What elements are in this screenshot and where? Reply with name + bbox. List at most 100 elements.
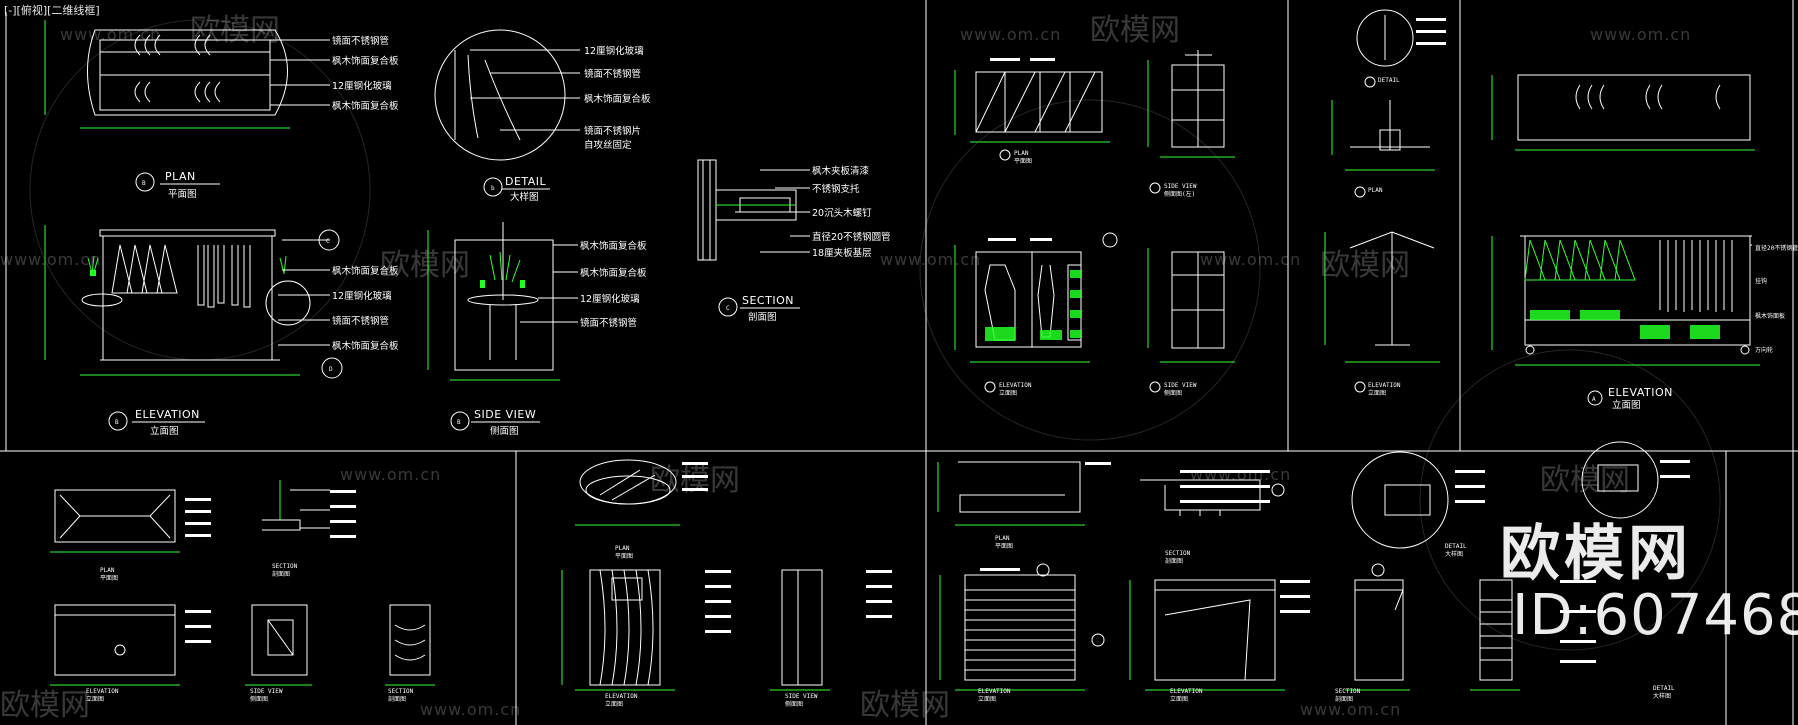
s2-side-cn: 侧面图(左)	[1164, 190, 1195, 198]
s2-plan-title: PLAN	[1014, 150, 1029, 157]
b3-elev2: ELEVATION	[1170, 688, 1203, 695]
b2-side: SIDE VIEW	[785, 693, 818, 700]
elev-label-1: 枫木饰面复合板	[332, 265, 399, 277]
b3-elev-cn: 立面图	[978, 695, 996, 703]
watermark-brand: 欧模网	[1540, 463, 1630, 498]
b2-plan: PLAN	[615, 545, 630, 552]
detail-title: DETAIL	[505, 175, 547, 188]
bottom-block1-drawings[interactable]	[50, 480, 435, 686]
s2-side2-cn: 侧面图	[1164, 389, 1182, 397]
s3-plan-title: PLAN	[1368, 187, 1383, 194]
watermark-brand: 欧模网	[1320, 248, 1410, 283]
watermark-url: www.om.cn	[1200, 250, 1301, 269]
b2-elev: ELEVATION	[605, 693, 638, 700]
detail-label-3: 枫木饰面复合板	[584, 93, 651, 105]
side-tag: B	[457, 419, 461, 426]
watermark-brand: 欧模网	[0, 688, 90, 723]
s2-elev-cn: 立面图	[999, 389, 1017, 397]
watermark-url: www.om.cn	[1300, 700, 1401, 719]
sheet1-elevation-drawing[interactable]	[44, 225, 343, 379]
bottom-block3-drawings[interactable]	[937, 441, 1690, 691]
b2-side-cn: 侧面图	[785, 700, 803, 708]
marker-d: D	[329, 366, 333, 373]
b3-detail: DETAIL	[1445, 543, 1467, 550]
watermark-url: www.om.cn	[420, 700, 521, 719]
watermark-url: www.om.cn	[960, 25, 1061, 44]
sheet2-drawings[interactable]	[954, 50, 1235, 363]
s3-detail-title: DETAIL	[1378, 77, 1400, 84]
s2-side-title: SIDE VIEW	[1164, 183, 1197, 190]
b1-section2-cn: 剖面图	[388, 695, 406, 703]
detail-label-1: 12厘钢化玻璃	[584, 45, 644, 57]
elev-cn: 立面图	[150, 425, 179, 437]
sheet1-section-drawing[interactable]	[697, 159, 810, 261]
b3-plan: PLAN	[995, 535, 1010, 542]
b1-section2: SECTION	[388, 688, 414, 695]
b1-section: SECTION	[272, 563, 298, 570]
stamp-brand-logo: 欧模网	[1500, 519, 1692, 589]
s3-elev-title: ELEVATION	[1368, 382, 1401, 389]
detail-cn: 大样图	[510, 191, 539, 203]
b3-section: SECTION	[1165, 550, 1191, 557]
sheet1-side-view-drawing[interactable]	[427, 222, 578, 381]
detail-tag: b	[491, 185, 495, 192]
plan-tag: B	[142, 180, 146, 187]
sheet3-drawings[interactable]	[1324, 9, 1446, 363]
b2-elev-cn: 立面图	[605, 700, 623, 708]
detail-label-2: 镜面不锈钢管	[584, 68, 641, 80]
elev-label-4: 枫木饰面复合板	[332, 340, 399, 352]
b3-elev: ELEVATION	[978, 688, 1011, 695]
section-label-4: 直径20不锈钢圆管	[812, 231, 891, 243]
s2-plan-cn: 平面图	[1014, 158, 1032, 165]
section-title: SECTION	[742, 294, 794, 307]
callout-marker-c	[318, 229, 340, 251]
b3-section2-cn: 剖面图	[1335, 695, 1353, 703]
side-label-4: 镜面不锈钢管	[580, 317, 637, 329]
b1-elev-cn: 立面图	[86, 695, 104, 703]
section-label-3: 20沉头木螺钉	[812, 207, 872, 219]
b3-section-cn: 剖面图	[1165, 557, 1183, 565]
side-label-2: 枫木饰面复合板	[580, 267, 647, 279]
watermark-url: www.om.cn	[1190, 465, 1291, 484]
side-cn: 侧面图	[490, 425, 519, 437]
marker-c: C	[326, 238, 330, 245]
section-label-2: 不锈钢支托	[812, 183, 860, 195]
s4-label-3: 枫木饰面板	[1755, 312, 1785, 320]
callout-marker-d	[321, 357, 343, 379]
b2-plan-cn: 平面图	[615, 553, 633, 560]
b3-plan-cn: 平面图	[995, 543, 1013, 550]
stamp-model-id: ID:607468	[1512, 583, 1798, 648]
plan-label-1: 镜面不锈钢管	[332, 35, 389, 47]
watermark-brand: 欧模网	[650, 463, 740, 498]
section-label-1: 枫木夹板清漆	[812, 165, 870, 177]
b1-plan-cn: 平面图	[100, 575, 118, 582]
bottom-block2-drawings[interactable]	[561, 459, 892, 691]
plan-cn: 平面图	[168, 189, 197, 200]
watermarks: 欧模网 www.om.cn 欧模网 www.om.cn www.om.cn 欧模…	[0, 13, 1721, 723]
b3-detail-cn: 大样图	[1445, 550, 1463, 558]
side-label-3: 12厘钢化玻璃	[580, 293, 640, 305]
b3-elev2-cn: 立面图	[1170, 695, 1188, 703]
sheet4-drawings[interactable]	[1491, 74, 1760, 366]
b3-detail2: DETAIL	[1653, 685, 1675, 692]
detail-label-4: 镜面不锈钢片	[584, 125, 641, 137]
detail-label-5: 自攻丝固定	[584, 139, 632, 151]
watermark-brand: 欧模网	[1090, 13, 1180, 48]
side-label-1: 枫木饰面复合板	[580, 240, 647, 252]
b1-section-cn: 剖面图	[272, 570, 290, 578]
sheet1-plan-drawing[interactable]	[44, 20, 330, 129]
s2-elev-title: ELEVATION	[999, 382, 1032, 389]
plan-label-4: 枫木饰面复合板	[332, 100, 399, 112]
watermark-url: www.om.cn	[0, 250, 101, 269]
s4-elev-tag: A	[1592, 396, 1596, 403]
s4-label-1: 直径20不锈钢管	[1755, 244, 1798, 252]
b3-section2: SECTION	[1335, 688, 1361, 695]
s2-side2-title: SIDE VIEW	[1164, 382, 1197, 389]
plan-label-2: 枫木饰面复合板	[332, 55, 399, 67]
viewport-controls-label[interactable]: [-][俯视][二维线框]	[4, 4, 100, 17]
section-tag: C	[726, 305, 730, 312]
watermark-url: www.om.cn	[880, 250, 981, 269]
sheet1-detail-drawing[interactable]	[434, 29, 580, 161]
